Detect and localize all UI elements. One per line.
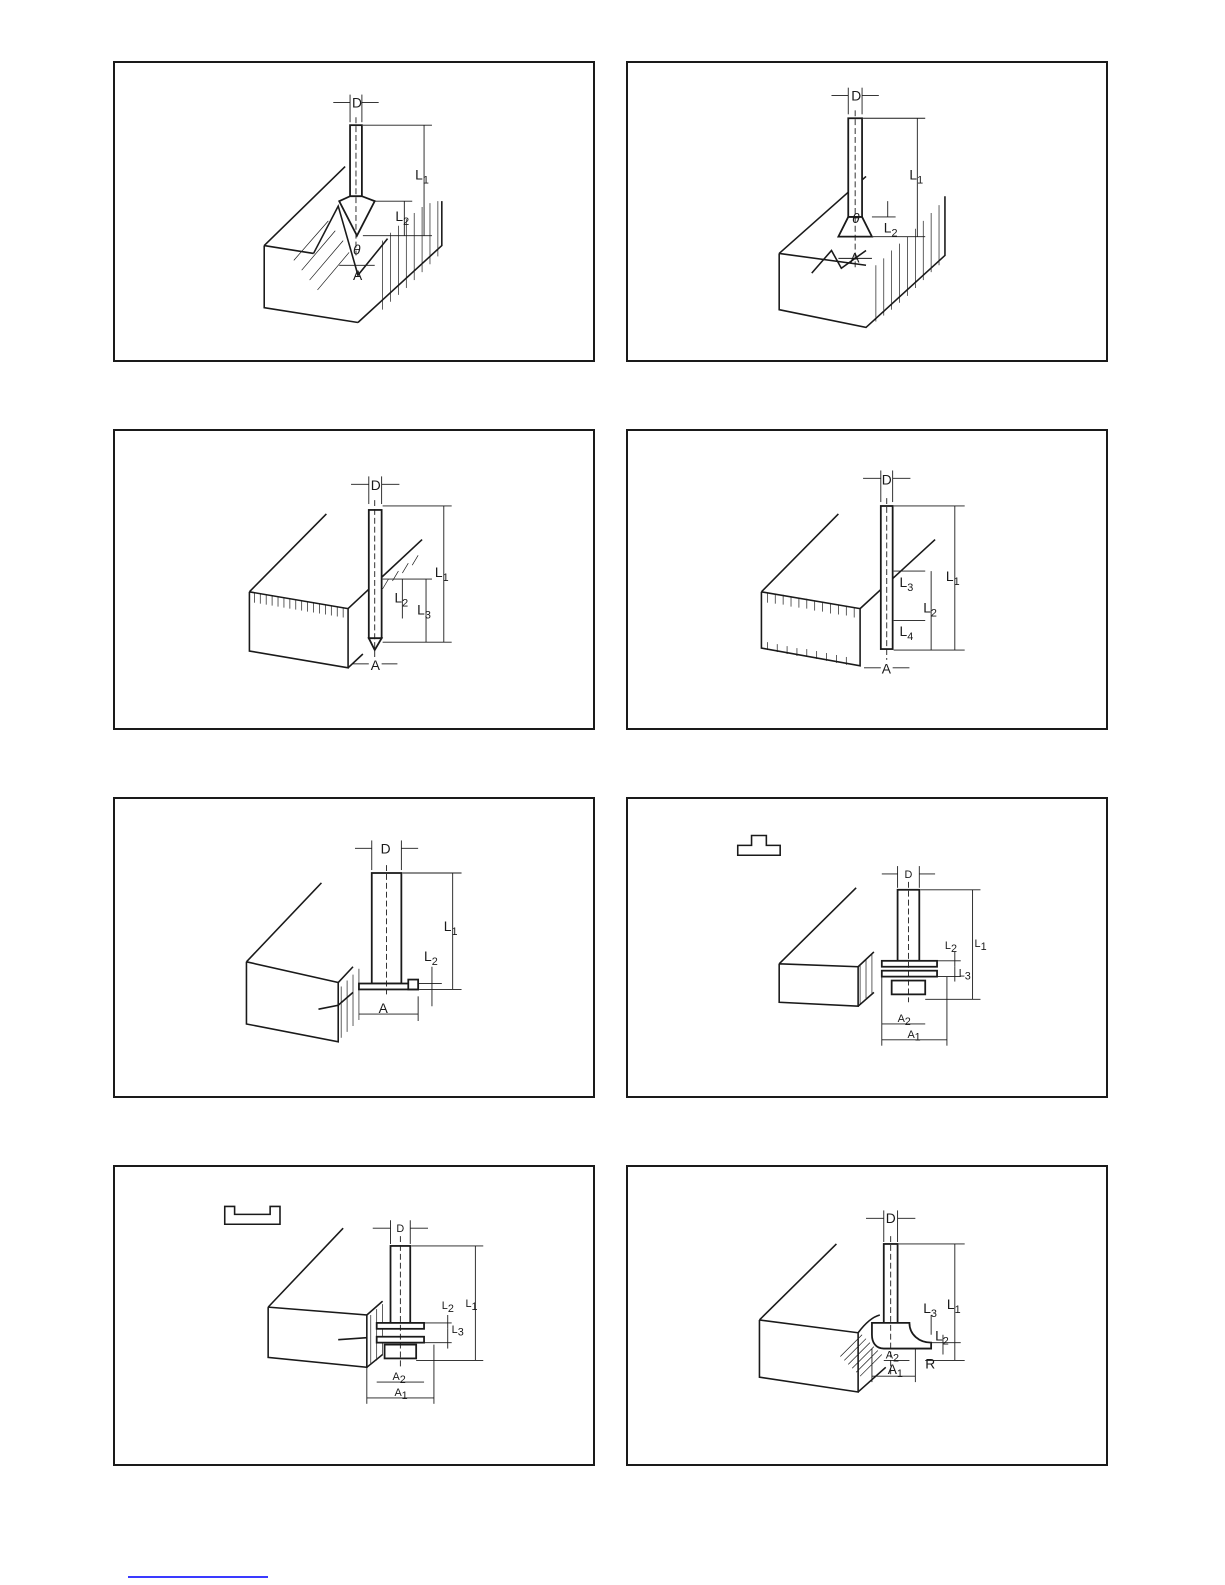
bottom-rule xyxy=(128,1576,268,1578)
label-d: D xyxy=(851,87,861,103)
label-l3: L3 xyxy=(900,574,914,594)
label-d: D xyxy=(381,840,391,856)
u-slot-cutter-diagram: D L1 L2 L3 A2 A1 xyxy=(115,1167,593,1464)
panel-u-slot-cutter: D L1 L2 L3 A2 A1 xyxy=(113,1165,595,1466)
panel-double-flush-trimming-bit: D L1 L3 L2 L4 A xyxy=(626,429,1108,730)
panel-v-groove-bit: D L1 L2 θ A xyxy=(113,61,595,362)
u-profile-icon xyxy=(225,1206,280,1224)
label-l2: L2 xyxy=(945,940,957,955)
v-groove-bit-diagram: D L1 L2 θ A xyxy=(115,63,593,360)
label-a: A xyxy=(371,657,381,673)
panel-drill-point-trimming-bit: D L1 L2 L3 A xyxy=(113,429,595,730)
label-d: D xyxy=(886,1210,896,1226)
label-a2: A2 xyxy=(392,1371,405,1386)
label-a: A xyxy=(353,267,363,283)
label-l2: L2 xyxy=(394,590,408,610)
label-a1: A1 xyxy=(394,1387,407,1402)
label-r: R xyxy=(925,1355,935,1371)
label-l2: L2 xyxy=(395,208,409,228)
panel-slotting-cutter: D L1 L2 A xyxy=(113,797,595,1098)
label-l3: L3 xyxy=(452,1324,464,1339)
dovetail-bit-diagram: D L1 L2 θ A xyxy=(628,63,1106,360)
label-d: D xyxy=(882,471,892,487)
label-d: D xyxy=(371,477,381,493)
label-d: D xyxy=(352,94,362,110)
slotting-cutter-diagram: D L1 L2 A xyxy=(115,799,593,1096)
t-profile-icon xyxy=(738,836,780,856)
label-a: A xyxy=(882,661,892,677)
label-a: A xyxy=(379,1000,389,1016)
label-l1: L1 xyxy=(947,1296,961,1316)
label-l3: L3 xyxy=(959,968,971,983)
label-a1: A1 xyxy=(888,1361,903,1380)
double-flush-trimming-bit-diagram: D L1 L3 L2 L4 A xyxy=(628,431,1106,728)
label-a1: A1 xyxy=(907,1029,920,1044)
label-l2: L2 xyxy=(935,1328,949,1348)
panel-t-slot-cutter: D L1 L2 L3 A2 A1 xyxy=(626,797,1108,1098)
label-a: A xyxy=(850,249,860,265)
label-d: D xyxy=(396,1223,404,1235)
label-l1: L1 xyxy=(465,1298,477,1313)
label-d: D xyxy=(904,869,912,881)
label-l2: L2 xyxy=(923,600,937,620)
label-l1: L1 xyxy=(415,166,429,186)
corner-rounding-bit-diagram: D L1 L3 L2 R A2 A1 xyxy=(628,1167,1106,1464)
label-theta: θ xyxy=(852,210,860,226)
label-a2: A2 xyxy=(898,1013,911,1028)
label-l1: L1 xyxy=(946,568,960,588)
label-l1: L1 xyxy=(444,918,458,938)
label-l1: L1 xyxy=(909,166,923,186)
label-l2: L2 xyxy=(424,948,438,968)
label-l1: L1 xyxy=(435,564,449,584)
label-theta: θ xyxy=(353,241,361,257)
label-l2: L2 xyxy=(442,1300,454,1315)
label-l3: L3 xyxy=(923,1300,937,1320)
label-l3: L3 xyxy=(417,602,431,622)
panel-dovetail-bit: D L1 L2 θ A xyxy=(626,61,1108,362)
label-l1: L1 xyxy=(975,938,987,953)
t-slot-cutter-diagram: D L1 L2 L3 A2 A1 xyxy=(628,799,1106,1096)
panel-corner-rounding-bit: D L1 L3 L2 R A2 A1 xyxy=(626,1165,1108,1466)
label-l4: L4 xyxy=(900,623,914,643)
drill-point-trimming-bit-diagram: D L1 L2 L3 A xyxy=(115,431,593,728)
